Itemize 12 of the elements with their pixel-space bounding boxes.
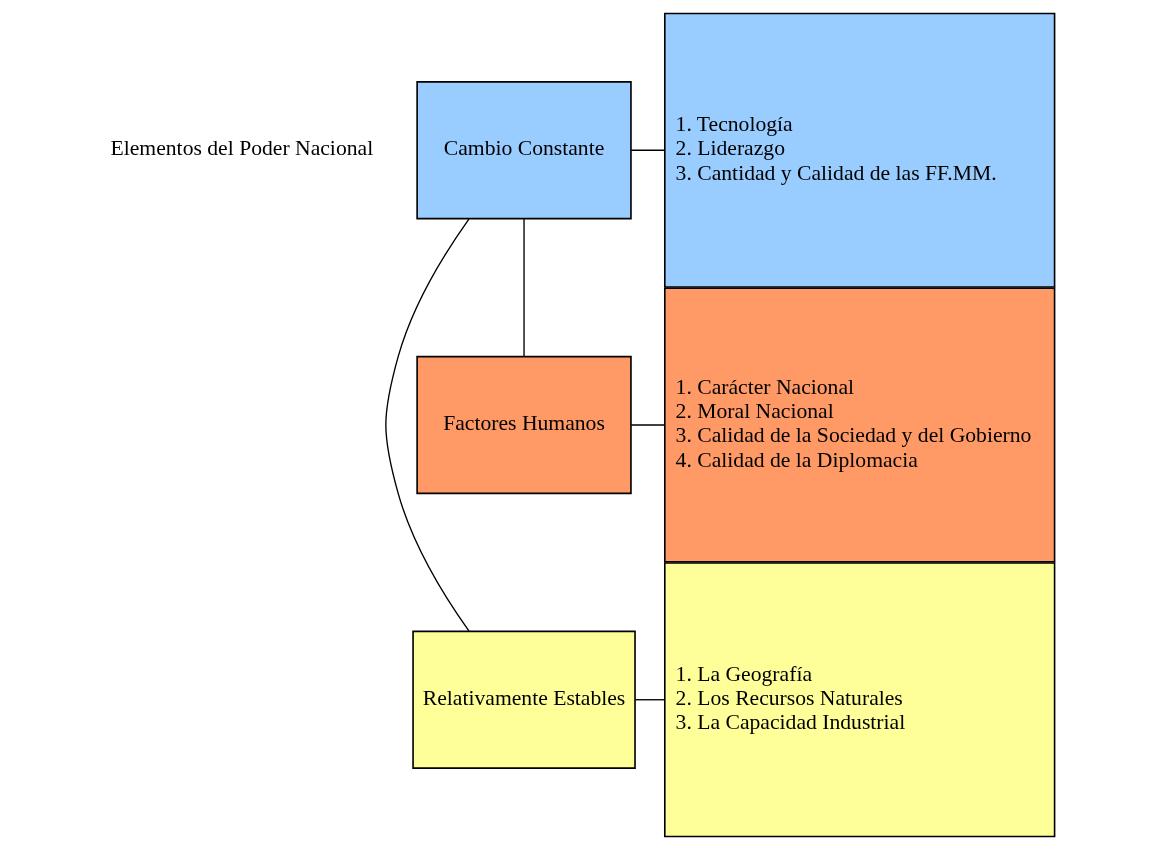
node-box: 1. Carácter Nacional 2. Moral Nacional 3. Calidad de la Sociedad y del Gobierno 4. Calidad de la Diplomacia [663,287,1055,563]
node-box: 1. Tecnología 2. Liderazgo 3. Cantidad y Calidad de las FF.MM. [663,12,1055,288]
connector [384,218,470,632]
connector [630,149,665,151]
node-box: 1. La Geografía 2. Los Recursos Naturales 3. La Capacidad Industrial [663,562,1055,838]
node-box: Factores Humanos [415,355,632,495]
connector [634,699,665,701]
node-text: Elementos del Poder Nacional [110,136,373,161]
node-box: Cambio Constante [415,81,632,220]
connector [630,424,665,426]
connector [522,218,525,357]
node-box: Relativamente Estables [411,630,636,769]
